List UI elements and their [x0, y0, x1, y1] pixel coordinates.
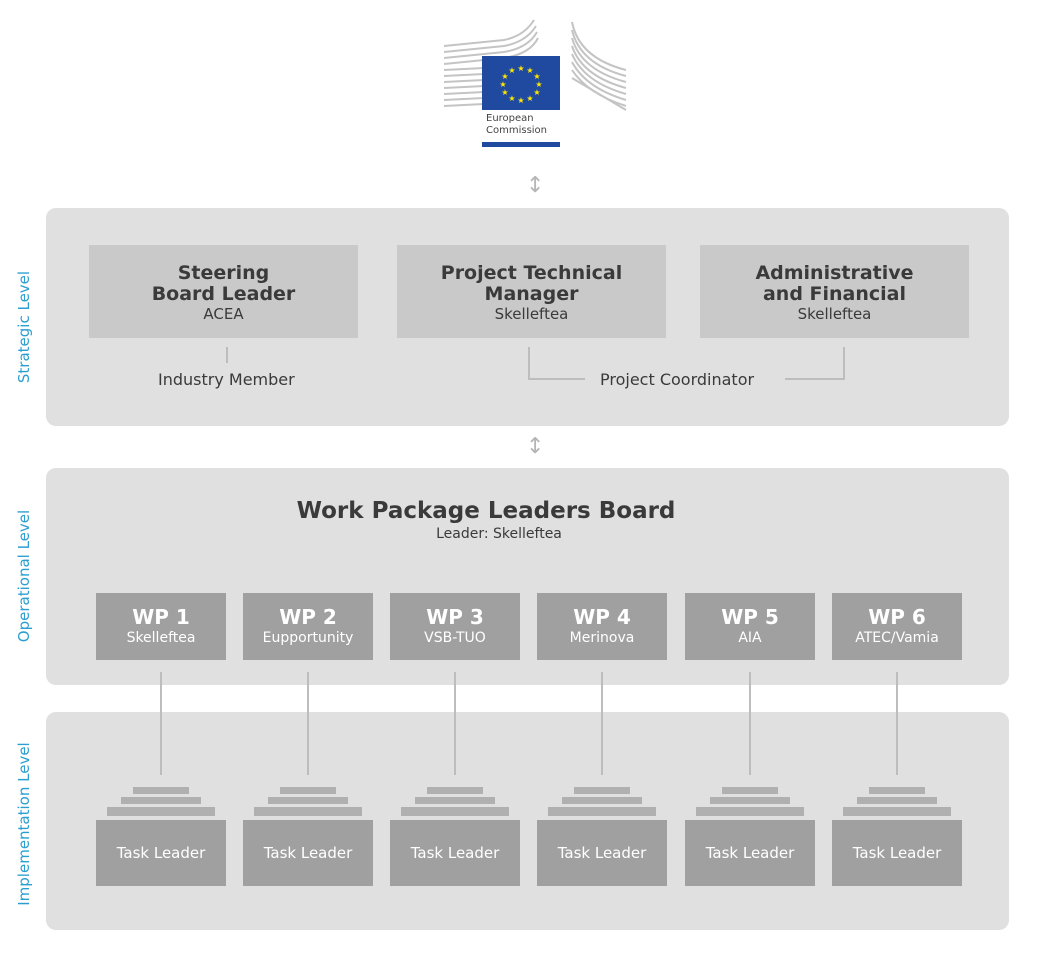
wp-task-connector: [896, 672, 898, 775]
task-stack-bar: [268, 797, 348, 804]
svg-text:★: ★: [517, 64, 524, 73]
wp-name: WP 2: [279, 605, 337, 629]
operational-level-label: Operational Level: [15, 509, 33, 643]
wp-org: AIA: [738, 630, 762, 646]
task-leader-box: Task Leader: [390, 820, 520, 886]
bidirectional-arrow-icon: ↕: [526, 173, 545, 198]
svg-text:★: ★: [508, 66, 515, 75]
box-org: Skelleftea: [797, 305, 872, 323]
task-stack-bar: [121, 797, 201, 804]
logo-text-line2: Commission: [486, 125, 548, 136]
box-org: ACEA: [203, 305, 244, 323]
task-leader-box: Task Leader: [537, 820, 667, 886]
wp-org: ATEC/Vamia: [855, 630, 939, 646]
task-stack-bar: [710, 797, 790, 804]
connector-line: [528, 347, 530, 380]
wp-name: WP 4: [573, 605, 631, 629]
task-stack-bar: [548, 807, 656, 816]
task-stack-bar: [574, 787, 630, 794]
svg-text:★: ★: [499, 80, 506, 89]
european-commission-logo: ★★★★★★★★★★★★ European Commission: [443, 18, 628, 148]
wp-name: WP 6: [868, 605, 926, 629]
box-title: Project Technical: [440, 262, 623, 284]
connector-line: [528, 378, 585, 380]
industry-member-label: Industry Member: [158, 370, 295, 389]
svg-text:★: ★: [508, 94, 515, 103]
box-title: Steering: [177, 262, 270, 284]
svg-text:★: ★: [533, 88, 540, 97]
bidirectional-arrow-icon: ↕: [526, 434, 545, 459]
building-icon: ★★★★★★★★★★★★: [443, 19, 627, 147]
task-stack-bar: [562, 797, 642, 804]
task-stack-bar: [280, 787, 336, 794]
task-leader-box: Task Leader: [96, 820, 226, 886]
box-title: Administrative: [755, 262, 914, 284]
wp-task-connector: [307, 672, 309, 775]
svg-text:★: ★: [526, 94, 533, 103]
task-stack-bar: [415, 797, 495, 804]
logo-text-line1: European: [486, 113, 534, 124]
task-stack-bar: [869, 787, 925, 794]
wp-org: VSB-TUO: [424, 630, 486, 646]
box-title: and Financial: [762, 283, 907, 305]
implementation-level-label: Implementation Level: [15, 742, 33, 906]
task-stack-bar: [427, 787, 483, 794]
wp-org: Eupportunity: [262, 630, 354, 646]
wp-name: WP 3: [426, 605, 484, 629]
wp-name: WP 5: [721, 605, 779, 629]
wp-board-leader: Leader: Skelleftea: [436, 526, 562, 542]
svg-text:★: ★: [501, 72, 508, 81]
wp-task-connector: [454, 672, 456, 775]
svg-text:★: ★: [517, 96, 524, 105]
wp-name: WP 1: [132, 605, 190, 629]
task-stack-bar: [254, 807, 362, 816]
connector-line: [843, 347, 845, 380]
task-stack-bar: [857, 797, 937, 804]
task-stack-bar: [107, 807, 215, 816]
box-title: Manager: [484, 283, 579, 305]
wp-org: Merinova: [569, 630, 635, 646]
wp-task-connector: [749, 672, 751, 775]
box-title: Board Leader: [151, 283, 296, 305]
svg-text:★: ★: [526, 66, 533, 75]
box-org: Skelleftea: [494, 305, 569, 323]
task-leader-box: Task Leader: [243, 820, 373, 886]
task-stack-bar: [696, 807, 804, 816]
strategic-level-label: Strategic Level: [15, 270, 33, 384]
task-stack-bar: [401, 807, 509, 816]
svg-text:★: ★: [535, 80, 542, 89]
wp-org: Skelleftea: [126, 630, 196, 646]
wp-task-connector: [601, 672, 603, 775]
wp-task-connector: [160, 672, 162, 775]
task-leader-box: Task Leader: [685, 820, 815, 886]
connector-line: [785, 378, 845, 380]
task-stack-bar: [722, 787, 778, 794]
task-stack-bar: [843, 807, 951, 816]
task-stack-bar: [133, 787, 189, 794]
project-coordinator-label: Project Coordinator: [600, 370, 755, 389]
svg-text:★: ★: [533, 72, 540, 81]
task-leader-box: Task Leader: [832, 820, 962, 886]
svg-text:★: ★: [501, 88, 508, 97]
connector-line: [226, 347, 228, 363]
wp-board-title: Work Package Leaders Board: [296, 498, 676, 524]
